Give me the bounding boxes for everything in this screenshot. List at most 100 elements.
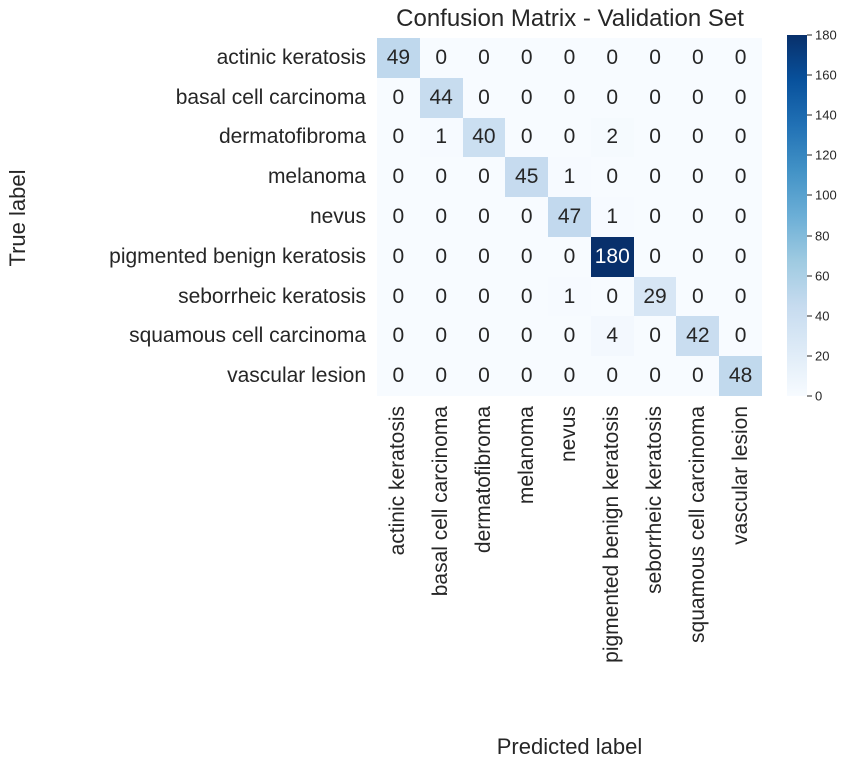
heatmap-cell: 0 (505, 38, 549, 78)
y-tick-label: basal cell carcinoma (175, 85, 366, 109)
heatmap-cell: 0 (505, 316, 549, 357)
y-tick-label: actinic keratosis (216, 45, 366, 69)
x-tick-column: seborrheic keratosis (634, 406, 677, 726)
heatmap-cell: 47 (548, 197, 591, 237)
chart-title: Confusion Matrix - Validation Set (396, 5, 744, 32)
heatmap-cell: 0 (548, 316, 591, 357)
heatmap-cell: 0 (676, 38, 720, 78)
y-tick-label: squamous cell carcinoma (129, 324, 366, 348)
heatmap-cell: 0 (590, 38, 634, 78)
heatmap-cell: 0 (505, 77, 549, 118)
y-tick-label: nevus (309, 204, 366, 228)
x-tick-label: basal cell carcinoma (429, 406, 453, 597)
x-tick-label: vascular lesion (728, 406, 752, 545)
heatmap-cell: 4 (590, 316, 634, 357)
heatmap-cell: 0 (419, 356, 463, 396)
colorbar-tick-label: 20 (807, 348, 829, 363)
heatmap-cell: 0 (676, 236, 720, 277)
heatmap-cell: 0 (377, 276, 420, 317)
heatmap-cell: 0 (377, 356, 420, 396)
x-tick-column: actinic keratosis (377, 406, 420, 726)
heatmap-cell: 1 (548, 157, 591, 198)
heatmap-cell: 0 (719, 276, 762, 317)
heatmap-cell: 0 (590, 77, 634, 118)
heatmap-cell: 0 (633, 236, 677, 277)
heatmap-cell: 29 (633, 276, 677, 317)
y-axis-tick-labels: actinic keratosis basal cell carcinoma der… (40, 38, 366, 396)
heatmap-cell: 0 (377, 197, 420, 237)
x-tick-column: vascular lesion (719, 406, 762, 726)
heatmap-cell: 0 (676, 157, 720, 198)
heatmap-cell: 0 (590, 356, 634, 396)
heatmap-cell: 1 (548, 276, 591, 317)
heatmap-cell: 45 (505, 157, 549, 198)
heatmap-cell: 0 (719, 236, 762, 277)
y-tick-label: vascular lesion (227, 364, 366, 388)
heatmap-cell: 0 (462, 236, 506, 277)
heatmap-cell: 0 (377, 236, 420, 277)
x-tick-label: melanoma (514, 406, 538, 505)
heatmap-cell: 42 (676, 316, 720, 357)
heatmap-cell: 0 (505, 236, 549, 277)
heatmap-cell: 40 (462, 117, 506, 158)
heatmap-cell: 180 (590, 236, 634, 277)
x-tick-column: melanoma (505, 406, 548, 726)
heatmap-cell: 2 (590, 117, 634, 158)
heatmap-cell: 0 (462, 38, 506, 78)
heatmap-cell: 0 (633, 197, 677, 237)
heatmap-cell: 0 (419, 38, 463, 78)
heatmap-cell: 0 (590, 157, 634, 198)
y-tick-label: melanoma (267, 165, 366, 189)
x-tick-column: squamous cell carcinoma (676, 406, 719, 726)
heatmap-cell: 0 (462, 356, 506, 396)
colorbar-tick-label: 80 (807, 228, 829, 243)
y-axis-title: True label (5, 169, 30, 267)
heatmap-cell: 0 (548, 117, 591, 158)
colorbar-tick-label: 100 (807, 188, 837, 203)
heatmap-cell: 0 (633, 356, 677, 396)
colorbar-tick-label: 180 (807, 28, 837, 43)
heatmap-cell: 0 (377, 157, 420, 198)
colorbar-tick-label: 160 (807, 68, 837, 83)
heatmap-cell: 0 (548, 236, 591, 277)
x-tick-label: nevus (557, 406, 581, 463)
heatmap-cell: 0 (505, 197, 549, 237)
x-axis-title: Predicted label (496, 734, 643, 759)
heatmap-cell: 44 (419, 77, 463, 118)
colorbar-tick-label: 120 (807, 148, 837, 163)
heatmap-cell: 0 (462, 316, 506, 357)
x-tick-label: dermatofibroma (471, 406, 495, 554)
heatmap-cell: 0 (633, 38, 677, 78)
heatmap-cell: 0 (377, 316, 420, 357)
heatmap-cell: 0 (377, 77, 420, 118)
heatmap-cell: 0 (462, 197, 506, 237)
x-tick-label: squamous cell carcinoma (685, 406, 709, 643)
heatmap-cell: 0 (462, 77, 506, 118)
x-tick-column: basal cell carcinoma (420, 406, 463, 726)
heatmap-cell: 0 (676, 356, 720, 396)
y-tick-label: dermatofibroma (218, 125, 366, 149)
heatmap-cell: 0 (548, 356, 591, 396)
heatmap-cell: 0 (719, 197, 762, 237)
x-axis-tick-labels: actinic keratosis basal cell carcinoma der… (377, 406, 762, 726)
heatmap-cell: 0 (419, 316, 463, 357)
x-tick-column: pigmented benign keratosis (591, 406, 634, 726)
heatmap-cell: 48 (719, 356, 762, 396)
heatmap-cell: 0 (676, 77, 720, 118)
heatmap-cell: 49 (377, 38, 420, 78)
heatmap-cell: 0 (633, 117, 677, 158)
colorbar-tick-label: 140 (807, 108, 837, 123)
heatmap-cell: 0 (548, 77, 591, 118)
colorbar-tick-label: 40 (807, 308, 829, 323)
heatmap-cell: 0 (633, 157, 677, 198)
heatmap-cell: 0 (719, 117, 762, 158)
colorbar-tick-label: 60 (807, 268, 829, 283)
x-tick-label: seborrheic keratosis (643, 406, 667, 594)
heatmap-cell: 0 (505, 117, 549, 158)
heatmap-cell: 0 (719, 316, 762, 357)
heatmap-cell: 0 (419, 197, 463, 237)
x-tick-label: pigmented benign keratosis (600, 406, 624, 663)
heatmap-cell: 0 (462, 276, 506, 317)
heatmap-cell: 0 (719, 38, 762, 78)
